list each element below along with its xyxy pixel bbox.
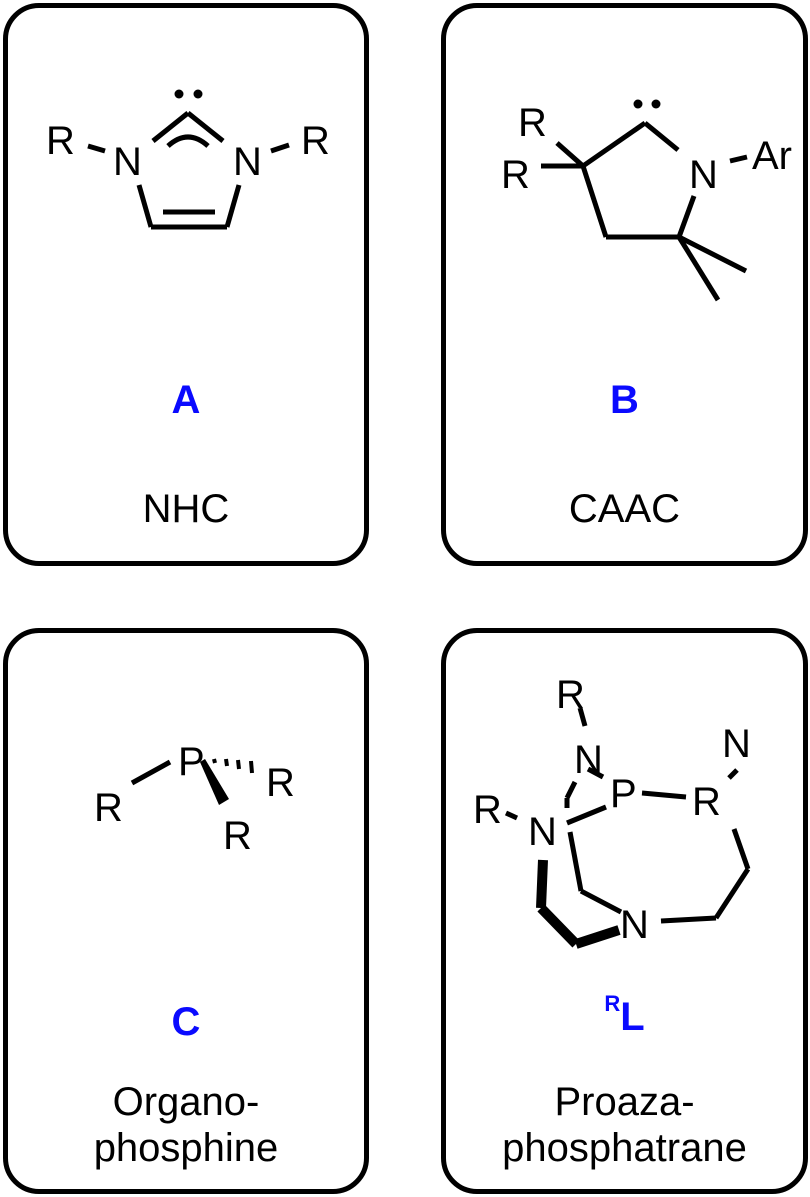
compound-name-line: NHC (142, 487, 230, 531)
atom-r: R (556, 673, 585, 717)
atom-r: R (301, 119, 330, 163)
atom-n: N (620, 903, 649, 947)
phosphine-structure-diagram: P R R R (94, 740, 295, 858)
atom-n: N (233, 140, 262, 184)
card-organophosphine: P R R R C Organo- phosphine (3, 628, 369, 1194)
atom-r: R (473, 788, 502, 832)
card-proazaphosphatrane: R N R P N R N N RL Proaza- phosphatrane (441, 628, 808, 1194)
atom-r: R (501, 153, 530, 197)
proazaphosphatrane-structure-diagram: R N R P N R N N (473, 673, 751, 949)
atom-r: R (94, 786, 123, 830)
compound-name: Proaza- phosphatrane (446, 1079, 803, 1171)
compound-name: Organo- phosphine (8, 1079, 364, 1171)
compound-label: A (171, 378, 201, 422)
card-caac: R R N Ar B CAAC (441, 3, 808, 566)
atom-n: N (528, 810, 557, 854)
caac-structure-diagram: R R N Ar (501, 99, 792, 302)
compound-name-line: phosphine (93, 1126, 279, 1170)
atom-r: R (518, 101, 547, 145)
atom-n: R (692, 780, 721, 824)
atom-r: R (223, 814, 252, 858)
nhc-structure-diagram: R N N R (46, 89, 330, 230)
compound-label: B (610, 378, 639, 422)
compound-label-superscript: R (604, 991, 621, 1016)
atom-n: N (689, 153, 718, 197)
atom-r: R (46, 119, 75, 163)
atom-n: N (113, 140, 142, 184)
compound-name: CAAC (446, 486, 803, 532)
compound-name-line: Proaza- (554, 1080, 695, 1124)
atom-r: N (722, 722, 751, 766)
compound-name-line: phosphatrane (502, 1126, 747, 1170)
atom-ar: Ar (752, 134, 792, 178)
compound-name-line: CAAC (568, 487, 681, 531)
compound-label: C (171, 1000, 201, 1044)
compound-name-line: Organo- (112, 1080, 260, 1124)
atom-p: P (178, 740, 205, 784)
atom-p: P (610, 772, 637, 816)
compound-label-main: L (620, 995, 645, 1039)
compound-name: NHC (8, 486, 364, 532)
atom-r: R (266, 761, 295, 805)
atom-n: N (574, 738, 603, 782)
card-nhc: R N N R A NHC (3, 3, 369, 566)
compound-label: RL (446, 991, 803, 1040)
